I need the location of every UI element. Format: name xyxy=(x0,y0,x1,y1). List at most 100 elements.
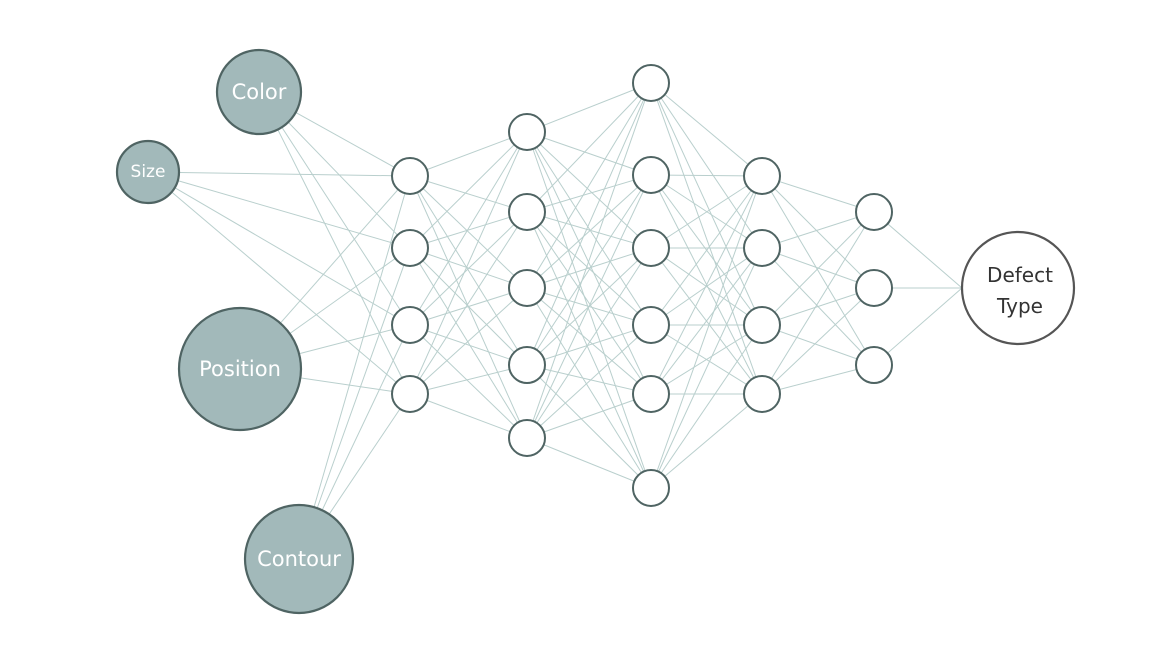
input-node-position: Position xyxy=(177,306,303,432)
edge-input-2-to-h0-2 xyxy=(298,324,411,355)
edge-h1-3-to-h2-4 xyxy=(526,364,652,395)
output-node-defect-type: Defect Type xyxy=(960,230,1076,346)
edge-h0-2-to-h1-1 xyxy=(409,211,528,326)
hidden-node-layer4-4 xyxy=(743,375,781,413)
edge-h1-3-to-h2-5 xyxy=(526,364,652,489)
edge-h0-2-to-h1-3 xyxy=(409,324,528,366)
edge-input-3-to-h0-1 xyxy=(316,247,411,509)
edge-h1-0-to-h2-0 xyxy=(526,82,652,133)
hidden-node-layer4-3 xyxy=(743,306,781,344)
edge-h2-3-to-h3-1 xyxy=(650,247,763,326)
input-label-color: Color xyxy=(232,80,287,104)
input-node-color: Color xyxy=(215,48,303,136)
edge-h1-2-to-h2-0 xyxy=(526,82,652,289)
edge-h1-3-to-h2-3 xyxy=(526,324,652,366)
edge-h1-4-to-h2-1 xyxy=(526,174,652,439)
edge-h3-3-to-h4-1 xyxy=(761,287,875,395)
edge-h1-0-to-h2-3 xyxy=(526,131,652,326)
edge-h0-0-to-h1-2 xyxy=(409,175,528,289)
edge-input-3-to-h0-2 xyxy=(321,324,411,511)
edge-h0-0-to-h1-0 xyxy=(409,131,528,177)
edge-h3-2-to-h4-0 xyxy=(761,211,875,326)
edge-h1-2-to-h2-1 xyxy=(526,174,652,289)
edge-h1-1-to-h2-0 xyxy=(526,82,652,213)
edge-h2-5-to-h3-3 xyxy=(650,393,763,489)
edge-h4-0-to-output xyxy=(873,211,963,289)
hidden-layers xyxy=(391,64,893,507)
edge-h2-5-to-h3-1 xyxy=(650,247,763,489)
input-label-contour: Contour xyxy=(257,547,341,571)
edge-h0-0-to-h1-1 xyxy=(409,175,528,213)
edge-h0-3-to-h1-2 xyxy=(409,287,528,395)
edge-input-2-to-h0-1 xyxy=(289,247,411,335)
edge-input-0-to-h0-1 xyxy=(177,180,411,249)
hidden-node-layer3-2 xyxy=(632,156,670,194)
edge-h1-4-to-h2-0 xyxy=(526,82,652,439)
edge-h4-2-to-output xyxy=(873,287,963,366)
edge-h0-2-to-h1-4 xyxy=(409,324,528,439)
hidden-node-layer2-2 xyxy=(508,193,546,231)
edge-h0-1-to-h1-0 xyxy=(409,131,528,249)
hidden-node-layer5-1 xyxy=(855,193,893,231)
hidden-node-layer2-5 xyxy=(508,419,546,457)
edge-h1-2-to-h2-5 xyxy=(526,287,652,489)
edge-h1-3-to-h2-1 xyxy=(526,174,652,366)
edge-input-0-to-h0-2 xyxy=(174,187,411,326)
hidden-node-layer2-1 xyxy=(508,113,546,151)
hidden-node-layer2-4 xyxy=(508,346,546,384)
hidden-node-layer4-2 xyxy=(743,229,781,267)
output-label-line1: Defect xyxy=(987,263,1053,287)
hidden-node-layer3-5 xyxy=(632,375,670,413)
edge-h2-2-to-h3-0 xyxy=(650,175,763,249)
edge-h1-0-to-h2-1 xyxy=(526,131,652,176)
edge-h1-0-to-h2-5 xyxy=(526,131,652,489)
hidden-node-layer5-3 xyxy=(855,346,893,384)
edge-h1-4-to-h2-2 xyxy=(526,247,652,439)
edge-h1-1-to-h2-1 xyxy=(526,174,652,213)
hidden-node-layer4-1 xyxy=(743,157,781,195)
input-label-size: Size xyxy=(131,162,166,182)
edge-h0-1-to-h1-1 xyxy=(409,211,528,249)
edge-input-1-to-h0-0 xyxy=(295,111,411,177)
edge-h1-0-to-h2-4 xyxy=(526,131,652,395)
edge-h1-0-to-h2-2 xyxy=(526,131,652,249)
hidden-node-layer1-2 xyxy=(391,229,429,267)
edge-h2-5-to-h3-2 xyxy=(650,324,763,489)
edge-h2-0-to-h3-1 xyxy=(650,82,763,249)
edge-h3-1-to-h4-0 xyxy=(761,211,875,249)
edge-h3-0-to-h4-1 xyxy=(761,175,875,289)
edge-h3-3-to-h4-2 xyxy=(761,364,875,395)
edge-h2-0-to-h3-2 xyxy=(650,82,763,326)
network-nodes: Size Color Position Contour Defect Type xyxy=(115,48,1076,615)
edge-h0-1-to-h1-4 xyxy=(409,247,528,439)
edge-input-3-to-h0-0 xyxy=(313,175,411,508)
edge-h0-3-to-h1-3 xyxy=(409,364,528,395)
edge-h1-2-to-h2-4 xyxy=(526,287,652,395)
edge-h0-3-to-h1-1 xyxy=(409,211,528,395)
edge-h1-1-to-h2-4 xyxy=(526,211,652,395)
edge-h2-5-to-h3-0 xyxy=(650,175,763,489)
edge-h2-3-to-h3-0 xyxy=(650,175,763,326)
input-node-contour: Contour xyxy=(243,503,355,615)
connection-lines xyxy=(171,82,963,515)
edge-input-3-to-h0-3 xyxy=(328,393,411,515)
edge-h1-1-to-h2-2 xyxy=(526,211,652,249)
edge-h0-3-to-h1-4 xyxy=(409,393,528,439)
hidden-node-layer2-3 xyxy=(508,269,546,307)
edge-input-0-to-h0-0 xyxy=(178,171,411,177)
edge-h0-0-to-h1-3 xyxy=(409,175,528,366)
output-label-line2: Type xyxy=(996,294,1043,318)
hidden-node-layer3-4 xyxy=(632,306,670,344)
edge-input-1-to-h0-1 xyxy=(287,121,411,249)
edge-h3-2-to-h4-1 xyxy=(761,287,875,326)
edge-h1-4-to-h2-4 xyxy=(526,393,652,439)
edge-h3-2-to-h4-2 xyxy=(761,324,875,366)
edge-h3-0-to-h4-2 xyxy=(761,175,875,366)
edge-h1-2-to-h2-2 xyxy=(526,247,652,289)
edge-h0-3-to-h1-0 xyxy=(409,131,528,395)
edge-h0-2-to-h1-2 xyxy=(409,287,528,326)
edge-h2-0-to-h3-3 xyxy=(650,82,763,395)
hidden-node-layer3-1 xyxy=(632,64,670,102)
edge-h3-0-to-h4-0 xyxy=(761,175,875,213)
